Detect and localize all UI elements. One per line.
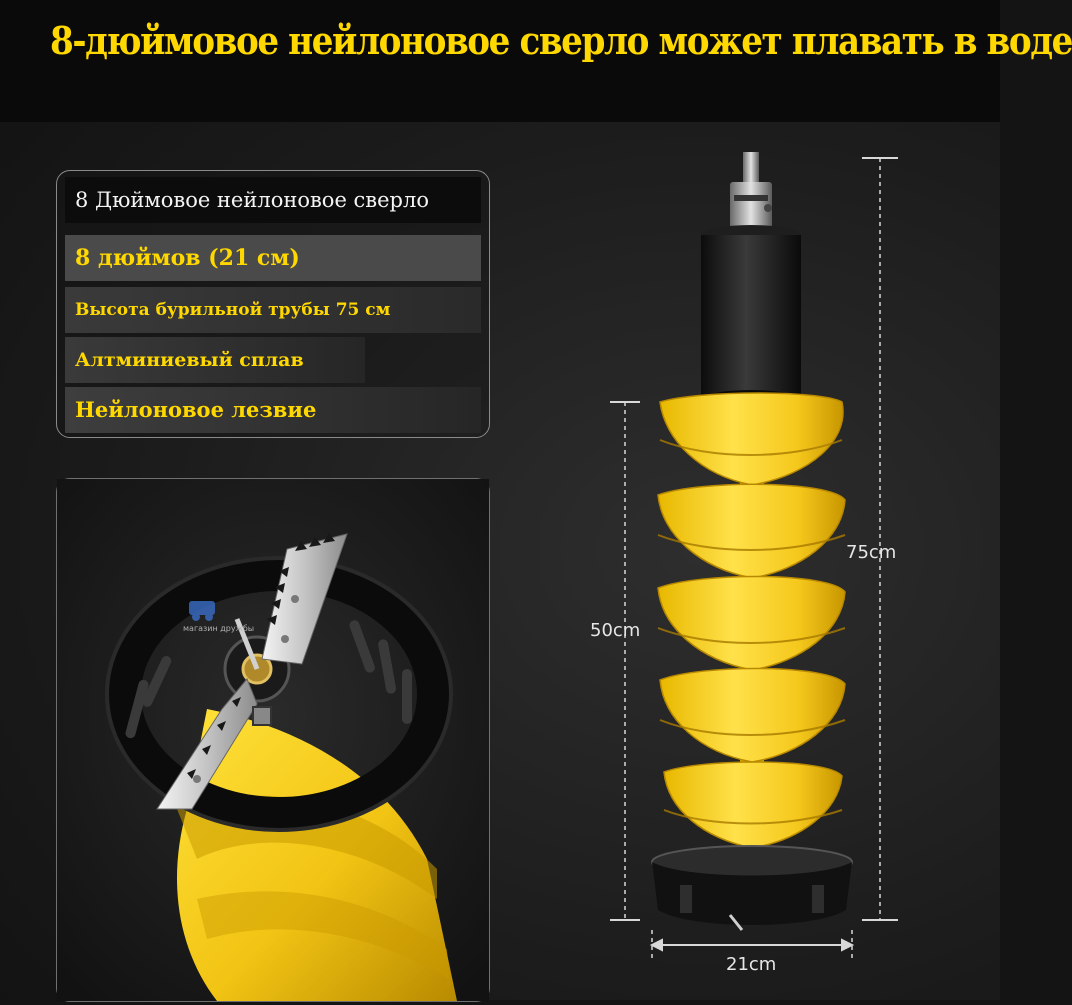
steel-blade-upper [261,533,348,665]
drive-shaft [730,152,772,230]
guard-rim [107,557,451,831]
dimension-lines [624,158,881,960]
banner-title: 8-дюймовое нейлоновое сверло может плава… [50,18,1072,63]
dimension-ticks [610,157,898,952]
base-guard [651,845,853,931]
spec-item-product: 8 Дюймовое нейлоновое сверло [65,177,481,223]
auger-illustration [610,152,898,960]
spec-panel: 8 Дюймовое нейлоновое сверло 8 дюймов (2… [56,170,490,438]
watermark-text: магазин дружбы [183,624,255,633]
dimension-total-height: 75cm [846,542,897,563]
foam-float [701,225,801,410]
blade-detail-panel [56,478,490,1002]
watermark-logo-icon [189,601,215,621]
title-banner: 8-дюймовое нейлоновое сверло может плава… [0,0,1072,122]
auger-body [177,709,457,1001]
blade-closeup-illustration [57,479,489,1001]
spiral-flights [657,392,846,849]
spec-item-blade: Нейлоновое лезвие [65,387,481,433]
dimension-auger-height: 50cm [590,620,641,641]
steel-blade-lower [156,678,258,810]
spec-item-material: Алтминиевый сплав [65,337,365,383]
bolt [252,706,272,726]
spec-item-size: 8 дюймов (21 см) [65,235,481,281]
dimension-diameter: 21cm [726,954,777,975]
spec-item-pipe-height: Высота бурильной трубы 75 см [65,287,481,333]
